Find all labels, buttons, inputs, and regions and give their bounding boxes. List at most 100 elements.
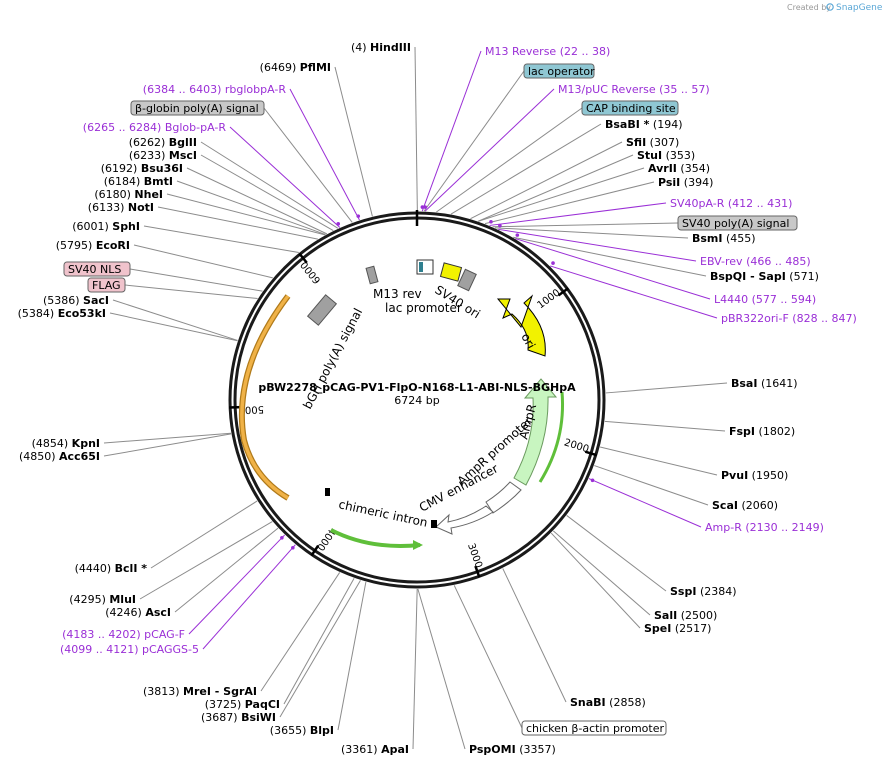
primer-leader-amp-r — [588, 478, 702, 528]
primer-amp-r[interactable]: Amp-R (2130 .. 2149) — [705, 521, 824, 534]
tick-label-6000: 6000 — [299, 259, 324, 286]
site-saci[interactable]: (5386) SacI — [43, 294, 109, 307]
site-paqci[interactable]: (3725) PaqCI — [205, 698, 280, 711]
site-name: PvuI — [721, 469, 748, 482]
leader-bglii — [200, 141, 339, 229]
tag-text: lac operator — [528, 65, 595, 78]
site-name: EcoRI — [96, 239, 130, 252]
svg-text:ScaI (2060): ScaI (2060) — [712, 499, 778, 512]
svg-text:(4850) Acc65I: (4850) Acc65I — [19, 450, 100, 463]
site-apai[interactable]: (3361) ApaI — [341, 743, 409, 756]
site-snabi[interactable]: SnaBI (2858) — [570, 696, 646, 709]
site-nhei[interactable]: (6180) NheI — [94, 188, 163, 201]
svg-text:(4440) BclI *: (4440) BclI * — [75, 562, 148, 575]
primer-pbr322ori-f[interactable]: pBR322ori-F (828 .. 847) — [721, 312, 857, 325]
tag-sv40-poly-a-signal[interactable]: SV40 poly(A) signal — [677, 215, 798, 231]
site-scai[interactable]: ScaI (2060) — [712, 499, 778, 512]
leader-scai — [594, 465, 709, 506]
primer-m13-puc-reverse[interactable]: M13/pUC Reverse (35 .. 57) — [558, 83, 710, 96]
site-avrii[interactable]: AvrII (354) — [648, 162, 710, 175]
primer-bglob-pa-r[interactable]: (6265 .. 6284) Bglob-pA-R — [83, 121, 227, 134]
svg-text:(6469) PflMI: (6469) PflMI — [260, 61, 331, 74]
svg-text:L4440 (577 .. 594): L4440 (577 .. 594) — [714, 293, 816, 306]
site-ecori[interactable]: (5795) EcoRI — [56, 239, 130, 252]
site-name: NheI — [134, 188, 163, 201]
primer-m13-reverse[interactable]: M13 Reverse (22 .. 38) — [485, 45, 610, 58]
primer-pcag-f[interactable]: (4183 .. 4202) pCAG-F — [62, 628, 185, 641]
primer-range: (4183 .. 4202) — [62, 628, 141, 641]
site-name: PaqCI — [245, 698, 280, 711]
site-bsai[interactable]: BsaI (1641) — [731, 377, 798, 390]
primer-site-mark — [551, 261, 555, 265]
site-bsabi[interactable]: BsaBI * (194) — [605, 118, 683, 131]
site-sspi[interactable]: SspI (2384) — [670, 585, 737, 598]
site-kpni[interactable]: (4854) KpnI — [32, 437, 100, 450]
primer-l4440[interactable]: L4440 (577 .. 594) — [714, 293, 816, 306]
site-name: SspI — [670, 585, 696, 598]
site-pvui[interactable]: PvuI (1950) — [721, 469, 788, 482]
site-eco53ki[interactable]: (5384) Eco53kI — [18, 307, 106, 320]
leader-bspqi-sapi — [513, 236, 707, 277]
site-spei[interactable]: SpeI (2517) — [644, 622, 711, 635]
svg-text:(4246) AscI: (4246) AscI — [105, 606, 171, 619]
site-asci[interactable]: (4246) AscI — [105, 606, 171, 619]
primer-site-mark — [423, 205, 428, 209]
site-position: (4440) — [75, 562, 112, 575]
tag-cap-binding-site[interactable]: CAP binding site — [581, 100, 679, 116]
leader-fspi — [604, 420, 726, 432]
site-sali[interactable]: SalI (2500) — [654, 609, 717, 622]
site-name: Eco53kI — [58, 307, 106, 320]
svg-text:BsmI (455): BsmI (455) — [692, 232, 756, 245]
site-bsmi[interactable]: BsmI (455) — [692, 232, 756, 245]
tag-flag[interactable]: FLAG — [87, 277, 126, 293]
primer-name: M13 Reverse — [485, 45, 556, 58]
site-position: (6001) — [72, 220, 109, 233]
site-bmti[interactable]: (6184) BmtI — [104, 175, 173, 188]
site-bspqi-sapi[interactable]: BspQI - SapI (571) — [710, 270, 819, 283]
ampr-feature — [513, 378, 558, 486]
tag-sv40-nls[interactable]: SV40 NLS — [63, 261, 131, 277]
site-bglii[interactable]: (6262) BglII — [129, 136, 197, 149]
site-sfii[interactable]: SfiI (307) — [626, 136, 679, 149]
site-psii[interactable]: PsiI (394) — [658, 176, 713, 189]
primer-rbglobpa-r[interactable]: (6384 .. 6403) rbglobpA-R — [143, 83, 287, 96]
site-bsiwi[interactable]: (3687) BsiWI — [201, 711, 276, 724]
site-sphi[interactable]: (6001) SphI — [72, 220, 140, 233]
chimeric-intron-arc — [330, 528, 421, 548]
site-bsu36i[interactable]: (6192) Bsu36I — [101, 162, 183, 175]
site-hindiii[interactable]: (4) HindIII — [351, 41, 411, 54]
primer-ebv-rev[interactable]: EBV-rev (466 .. 485) — [700, 255, 811, 268]
primer-range: (412 .. 431) — [728, 197, 793, 210]
site-name: PsiI — [658, 176, 680, 189]
primer-site-mark — [590, 478, 595, 483]
tick-mark-1000 — [557, 287, 569, 297]
site-stui[interactable]: StuI (353) — [637, 149, 695, 162]
site-mrei-sgrai[interactable]: (3813) MreI - SgrAI — [143, 685, 257, 698]
site-msci[interactable]: (6233) MscI — [129, 149, 197, 162]
site-bcli[interactable]: (4440) BclI * — [75, 562, 148, 575]
site-noti[interactable]: (6133) NotI — [88, 201, 154, 214]
tag-lac-operator[interactable]: lac operator — [523, 63, 595, 79]
primer-sv40pa-r[interactable]: SV40pA-R (412 .. 431) — [670, 197, 792, 210]
svg-text:(4295) MluI: (4295) MluI — [69, 593, 136, 606]
primer-range: (4099 .. 4121) — [60, 643, 139, 656]
site-blpi[interactable]: (3655) BlpI — [270, 724, 334, 737]
site-mlui[interactable]: (4295) MluI — [69, 593, 136, 606]
primer-pcaggs-5[interactable]: (4099 .. 4121) pCAGGS-5 — [60, 643, 199, 656]
site-fspi[interactable]: FspI (1802) — [729, 425, 795, 438]
tag-text: β-globin poly(A) signal — [135, 102, 259, 115]
primer-leader-m13-reverse — [421, 50, 482, 212]
site-position: (3361) — [341, 743, 378, 756]
tag-leader-sv40-nls — [129, 268, 263, 292]
leader-paqci — [283, 577, 355, 705]
site-pspomi[interactable]: PspOMI (3357) — [469, 743, 556, 756]
leader-asci — [174, 527, 279, 613]
site-pflmi[interactable]: (6469) PflMI — [260, 61, 331, 74]
site-acc65i[interactable]: (4850) Acc65I — [19, 450, 100, 463]
tag-globin-poly-a-signal[interactable]: β-globin poly(A) signal — [130, 100, 265, 116]
primer-site-mark — [420, 205, 425, 209]
tag-chicken-actin-promoter[interactable]: chicken β-actin promoter — [521, 720, 667, 736]
site-position: (307) — [650, 136, 680, 149]
tick-mark-2000 — [584, 450, 598, 457]
primer-leader-sv40pa-r — [489, 202, 667, 226]
